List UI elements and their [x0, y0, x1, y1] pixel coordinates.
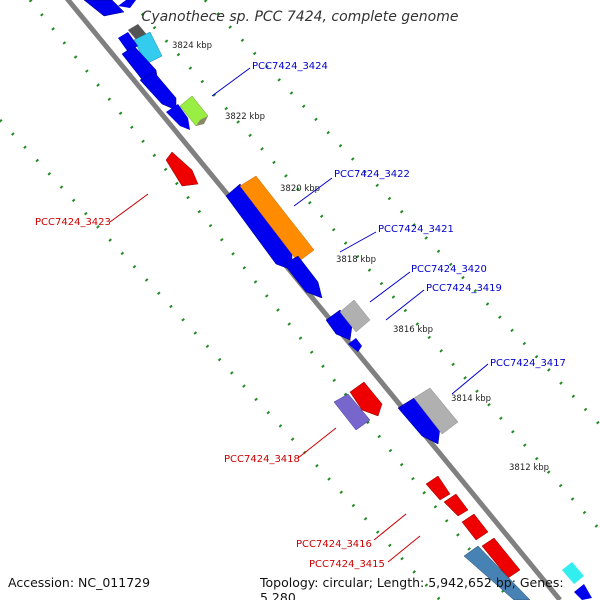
map-title: Cyanothece sp. PCC 7424, complete genome: [141, 9, 459, 25]
gene-arrow[interactable]: [461, 513, 489, 541]
tick-label: 3820 kbp: [280, 184, 320, 194]
gene-box[interactable]: [333, 393, 371, 431]
genome-summary-text: Topology: circular; Length: 5,942,652 bp…: [260, 575, 564, 600]
reverse-strand-features: [165, 151, 531, 600]
leader-line: [451, 363, 489, 395]
leader-line: [387, 535, 421, 563]
gene-arrow[interactable]: [283, 255, 323, 299]
gene-arrow[interactable]: [83, 0, 125, 17]
tick-label: 3816 kbp: [393, 325, 433, 335]
forward-strand-features: [83, 0, 592, 600]
gene-label-pcc7424-3415[interactable]: PCC7424_3415: [309, 559, 385, 570]
gene-box[interactable]: [339, 299, 371, 333]
gene-arrow[interactable]: [348, 338, 362, 352]
tick-label: 3814 kbp: [451, 394, 491, 404]
gene-arrow[interactable]: [397, 397, 441, 445]
leader-line: [339, 231, 377, 253]
gene-arrow[interactable]: [574, 584, 592, 600]
tick-labels: 3824 kbp 3822 kbp 3820 kbp 3818 kbp 3816…: [172, 41, 549, 473]
leader-line: [293, 177, 333, 207]
gene-label-pcc7424-3424[interactable]: PCC7424_3424: [252, 61, 328, 72]
gene-labels: PCC7424_3424 PCC7424_3423 PCC7424_3422 P…: [35, 61, 566, 570]
gene-label-pcc7424-3416[interactable]: PCC7424_3416: [296, 539, 372, 550]
gene-box[interactable]: [239, 175, 315, 263]
tick-label: 3822 kbp: [225, 112, 265, 122]
gene-arrow[interactable]: [165, 151, 199, 187]
gene-arrow[interactable]: [425, 475, 451, 501]
accession-text: Accession: NC_011729: [8, 575, 151, 590]
gene-arrow[interactable]: [139, 71, 177, 111]
gene-label-pcc7424-3418[interactable]: PCC7424_3418: [224, 454, 300, 465]
tick-label: 3818 kbp: [336, 255, 376, 265]
genome-backbone-line: [64, 0, 562, 600]
leader-line: [369, 271, 411, 303]
gene-arrow[interactable]: [166, 104, 190, 130]
gene-label-pcc7424-3419[interactable]: PCC7424_3419: [426, 283, 502, 294]
gene-arrow[interactable]: [481, 537, 521, 579]
gene-arrow[interactable]: [118, 0, 136, 8]
guide-line-outer: [28, 0, 512, 600]
tick-label: 3812 kbp: [509, 463, 549, 473]
leader-line: [373, 513, 407, 541]
gene-box[interactable]: [196, 116, 208, 126]
gene-label-pcc7424-3420[interactable]: PCC7424_3420: [411, 264, 487, 275]
guide-line-inner-reverse: [0, 118, 442, 600]
leader-line: [109, 193, 149, 223]
gene-box[interactable]: [463, 545, 531, 600]
gene-label-pcc7424-3423[interactable]: PCC7424_3423: [35, 217, 111, 228]
leader-line: [385, 289, 425, 321]
gene-arrow[interactable]: [349, 381, 383, 417]
gene-label-pcc7424-3417[interactable]: PCC7424_3417: [490, 358, 566, 369]
tick-label: 3824 kbp: [172, 41, 212, 51]
gene-label-pcc7424-3421[interactable]: PCC7424_3421: [378, 224, 454, 235]
gene-box[interactable]: [413, 387, 459, 435]
gene-box[interactable]: [562, 562, 584, 584]
leader-line: [211, 67, 251, 97]
gene-arrow[interactable]: [443, 493, 469, 517]
gene-label-pcc7424-3422[interactable]: PCC7424_3422: [334, 169, 410, 180]
leader-line: [297, 427, 337, 459]
guide-line-forward-1: [128, 0, 600, 531]
